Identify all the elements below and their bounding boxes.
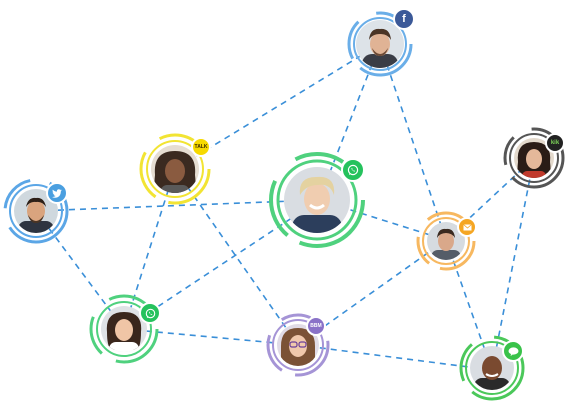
- ring-bbm: [266, 313, 330, 377]
- avatar: [101, 306, 147, 352]
- avatar: [356, 20, 404, 68]
- connection-line-email-bbm: [297, 239, 447, 346]
- avatar: [277, 324, 319, 366]
- kik-icon: kik: [545, 133, 565, 153]
- connection-line-tw-wa: [35, 210, 125, 330]
- whatsapp-icon: [341, 158, 365, 182]
- email-icon: [457, 217, 477, 237]
- avatar: [151, 145, 199, 193]
- whatsapp-phone-glyph: [347, 164, 359, 176]
- node-whatsapp-user[interactable]: [86, 292, 164, 366]
- node-facebook-user[interactable]: f: [344, 8, 416, 80]
- connection-line-fb-center: [318, 43, 381, 201]
- kakaotalk-icon: TALK: [191, 137, 211, 157]
- ring-twitter: [3, 178, 69, 244]
- line-bubble-glyph: [508, 346, 518, 356]
- avatar: [284, 167, 350, 233]
- node-email-user[interactable]: [414, 210, 480, 272]
- twitter-bird-glyph: [52, 188, 62, 198]
- connection-line-kik-line: [491, 157, 535, 371]
- person-face-icon: [356, 20, 404, 68]
- ring-facebook: [347, 11, 413, 77]
- connection-line-kakao-bbm: [174, 168, 299, 346]
- ring-whatsapp-center: [269, 152, 365, 248]
- avatar: [514, 138, 554, 178]
- facebook-badge-label: f: [402, 12, 406, 25]
- bbm-badge-label: BBM: [310, 322, 322, 329]
- connection-line-fb-email: [379, 43, 447, 241]
- node-twitter-user[interactable]: [2, 176, 74, 246]
- kakaotalk-badge-label: TALK: [194, 143, 208, 150]
- ring-line: [459, 335, 525, 401]
- person-face-icon: [277, 324, 319, 366]
- person-face-icon: [151, 145, 199, 193]
- whatsapp-phone-glyph: [145, 308, 155, 318]
- kik-badge-label: kik: [550, 140, 560, 146]
- person-face-icon: [101, 306, 147, 352]
- node-bbm-user[interactable]: BBM: [264, 311, 334, 379]
- twitter-icon: [46, 182, 68, 204]
- connection-line-center-wa: [123, 199, 320, 330]
- ring-email: [416, 211, 476, 271]
- line-icon: [502, 340, 524, 362]
- node-center-whatsapp-user[interactable]: [267, 150, 371, 250]
- person-face-icon: [514, 138, 554, 178]
- bbm-icon: BBM: [306, 316, 326, 336]
- ring-whatsapp: [89, 294, 159, 364]
- envelope-glyph: [462, 223, 472, 230]
- whatsapp-icon: [139, 302, 161, 324]
- ring-kakaotalk: [139, 133, 211, 205]
- node-kakaotalk-user[interactable]: TALK: [137, 131, 217, 207]
- node-kik-user[interactable]: kik: [500, 126, 570, 190]
- facebook-icon: f: [393, 8, 415, 30]
- person-face-icon: [284, 167, 350, 233]
- ring-kik: [503, 127, 565, 189]
- node-line-user[interactable]: [456, 333, 530, 403]
